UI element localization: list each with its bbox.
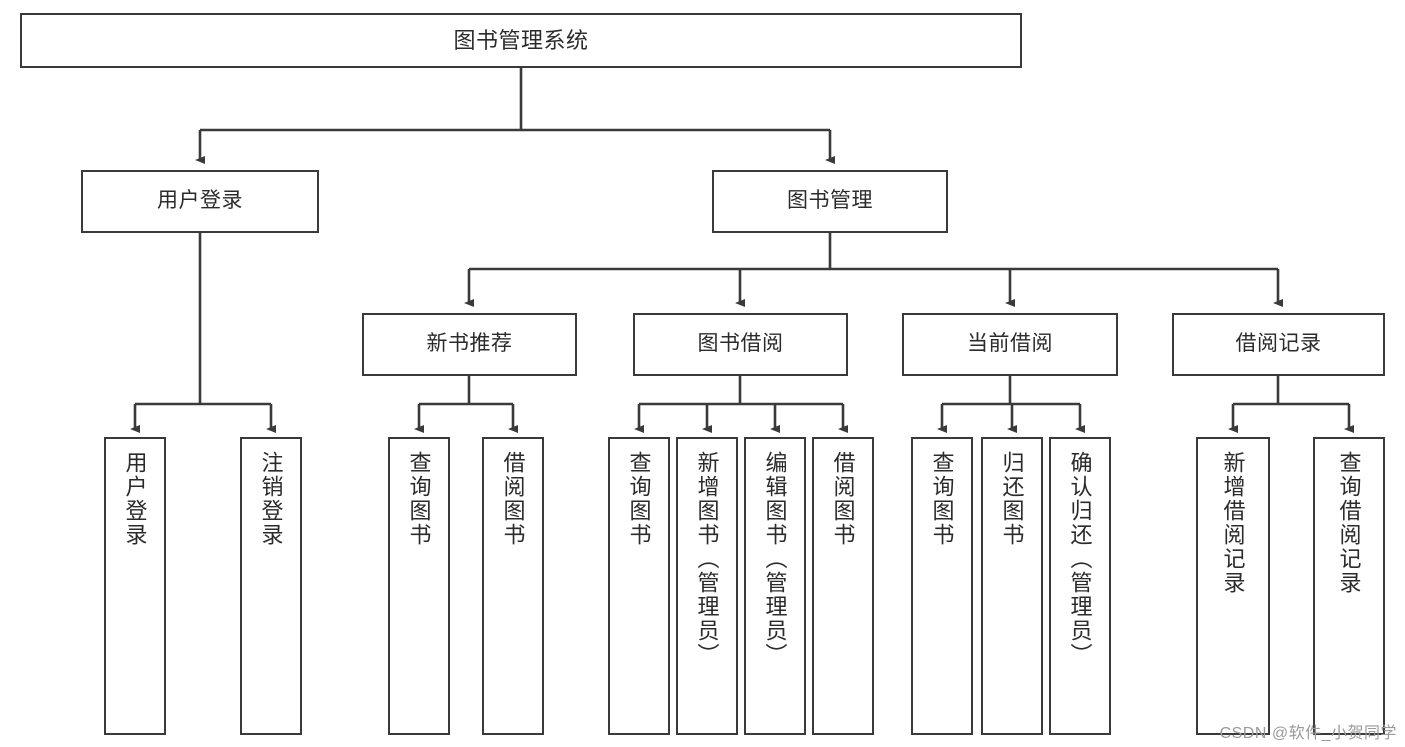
- leaf-new-book-query[interactable]: 查询图书: [388, 437, 450, 735]
- leaf-label: 归还图书: [999, 451, 1025, 547]
- leaf-user-login-logout[interactable]: 注销登录: [240, 437, 302, 735]
- leaf-label: 查询图书: [626, 451, 652, 547]
- node-borrow-record-label: 借阅记录: [1235, 332, 1322, 356]
- leaf-label: 查询图书: [929, 451, 955, 547]
- node-borrow-record[interactable]: 借阅记录: [1172, 313, 1385, 376]
- leaf-book-borrow-borrow[interactable]: 借阅图书: [812, 437, 874, 735]
- leaf-label: 编辑图书（管理员）: [762, 451, 788, 667]
- node-book-borrow-label: 图书借阅: [697, 332, 784, 356]
- node-new-book-recommend-label: 新书推荐: [426, 332, 513, 356]
- node-user-login[interactable]: 用户登录: [81, 170, 319, 233]
- node-root[interactable]: 图书管理系统: [20, 13, 1022, 68]
- leaf-book-borrow-edit[interactable]: 编辑图书（管理员）: [744, 437, 806, 735]
- leaf-current-borrow-confirm[interactable]: 确认归还（管理员）: [1049, 437, 1111, 735]
- leaf-borrow-record-query[interactable]: 查询借阅记录: [1313, 437, 1385, 735]
- leaf-new-book-borrow[interactable]: 借阅图书: [482, 437, 544, 735]
- leaf-label: 借阅图书: [500, 451, 526, 547]
- leaf-current-borrow-query[interactable]: 查询图书: [911, 437, 973, 735]
- leaf-label: 确认归还（管理员）: [1067, 451, 1093, 667]
- node-book-manage-label: 图书管理: [787, 189, 873, 213]
- leaf-label: 查询借阅记录: [1336, 451, 1362, 595]
- watermark: CSDN @软件_小贺同学: [1219, 725, 1397, 742]
- leaf-label: 用户登录: [122, 451, 148, 547]
- leaf-label: 借阅图书: [830, 451, 856, 547]
- node-root-label: 图书管理系统: [453, 27, 589, 53]
- leaf-current-borrow-return[interactable]: 归还图书: [981, 437, 1043, 735]
- node-user-login-label: 用户登录: [157, 189, 243, 213]
- leaf-book-borrow-query[interactable]: 查询图书: [608, 437, 670, 735]
- leaf-label: 新增借阅记录: [1220, 451, 1246, 595]
- node-new-book-recommend[interactable]: 新书推荐: [362, 313, 577, 376]
- node-book-borrow[interactable]: 图书借阅: [633, 313, 848, 376]
- leaf-borrow-record-add[interactable]: 新增借阅记录: [1196, 437, 1270, 735]
- node-current-borrow[interactable]: 当前借阅: [902, 313, 1118, 376]
- node-book-manage[interactable]: 图书管理: [712, 170, 948, 233]
- leaf-label: 新增图书（管理员）: [694, 451, 720, 667]
- leaf-label: 查询图书: [406, 451, 432, 547]
- leaf-user-login-login[interactable]: 用户登录: [104, 437, 166, 735]
- node-current-borrow-label: 当前借阅: [967, 332, 1053, 356]
- leaf-label: 注销登录: [258, 451, 284, 547]
- leaf-book-borrow-add[interactable]: 新增图书（管理员）: [676, 437, 738, 735]
